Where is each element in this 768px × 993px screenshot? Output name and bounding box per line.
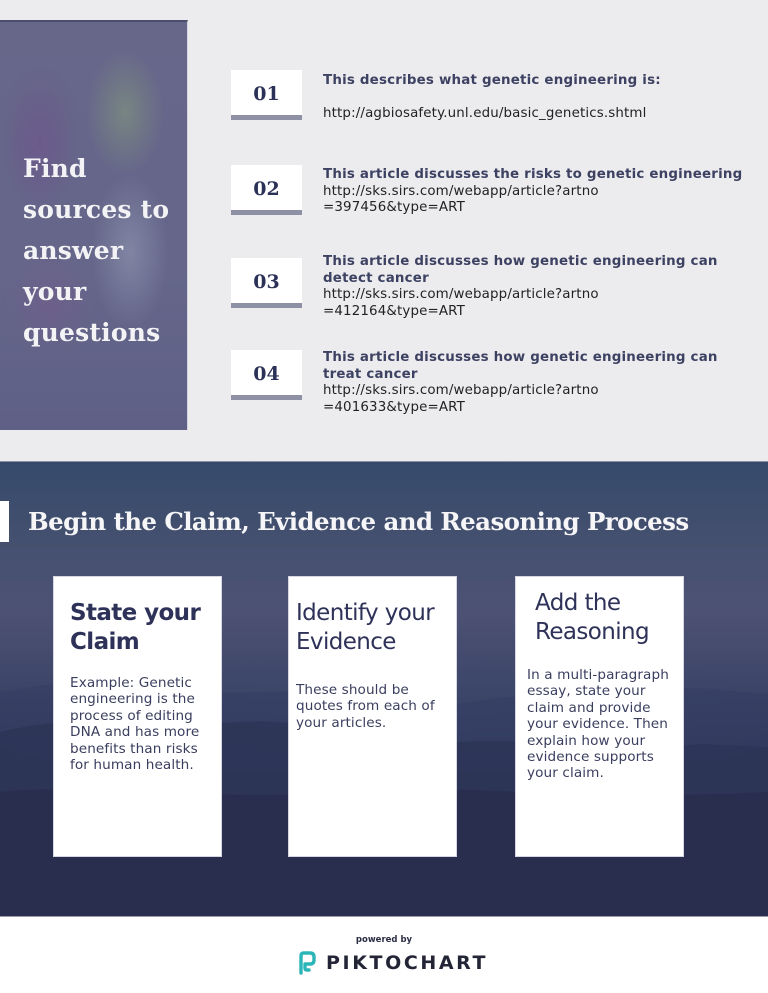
hero-image-panel: Find sources to answer your questions [0, 20, 188, 430]
piktochart-logo-icon [299, 951, 316, 975]
sources-section: Find sources to answer your questions 01… [0, 0, 768, 461]
card-title: Identify your Evidence [296, 600, 435, 655]
card-title: State your Claim [70, 600, 201, 655]
source-link[interactable]: http://sks.sirs.com/webapp/article?artno… [323, 383, 603, 416]
heading-accent-bar [0, 501, 9, 542]
source-number: 02 [231, 165, 302, 215]
source-number: 01 [231, 70, 302, 120]
cer-process-section: Begin the Claim, Evidence and Reasoning … [0, 461, 768, 916]
source-description: This describes what genetic engineering … [323, 73, 661, 88]
claim-card: State your Claim Example: Genetic engine… [53, 576, 222, 857]
piktochart-wordmark: PIKTOCHART [326, 952, 489, 974]
powered-by-label: powered by [355, 935, 413, 945]
source-link[interactable]: http://agbiosafety.unl.edu/basic_genetic… [323, 105, 647, 121]
piktochart-brand-link[interactable]: PIKTOCHART [298, 950, 488, 976]
source-description: This article discusses the risks to gene… [323, 167, 743, 182]
card-body: These should be quotes from each of your… [296, 682, 435, 731]
reasoning-card: Add the Reasoning In a multi-paragraph e… [515, 576, 684, 857]
evidence-card: Identify your Evidence These should be q… [288, 576, 457, 857]
source-number: 03 [231, 258, 302, 308]
footer: powered by PIKTOCHART [0, 916, 768, 993]
source-description: This article discusses how genetic engin… [323, 350, 718, 382]
source-link-text[interactable]: http://sks.sirs.com/webapp/article?artno… [323, 383, 599, 415]
hero-title: Find sources to answer your questions [23, 154, 170, 347]
source-link[interactable]: http://sks.sirs.com/webapp/article?artno… [323, 287, 603, 320]
source-link-text[interactable]: http://sks.sirs.com/webapp/article?artno… [323, 183, 599, 216]
process-heading: Begin the Claim, Evidence and Reasoning … [28, 507, 689, 536]
source-link[interactable]: http://sks.sirs.com/webapp/article?artno… [323, 184, 603, 217]
card-body: In a multi-paragraph essay, state your c… [527, 667, 669, 782]
source-number: 04 [231, 350, 302, 400]
source-link-text[interactable]: http://sks.sirs.com/webapp/article?artno… [323, 287, 599, 319]
source-description: This article discusses how genetic engin… [323, 254, 718, 286]
card-body: Example: Genetic engineering is the proc… [70, 675, 200, 774]
card-title: Add the Reasoning [535, 590, 650, 645]
